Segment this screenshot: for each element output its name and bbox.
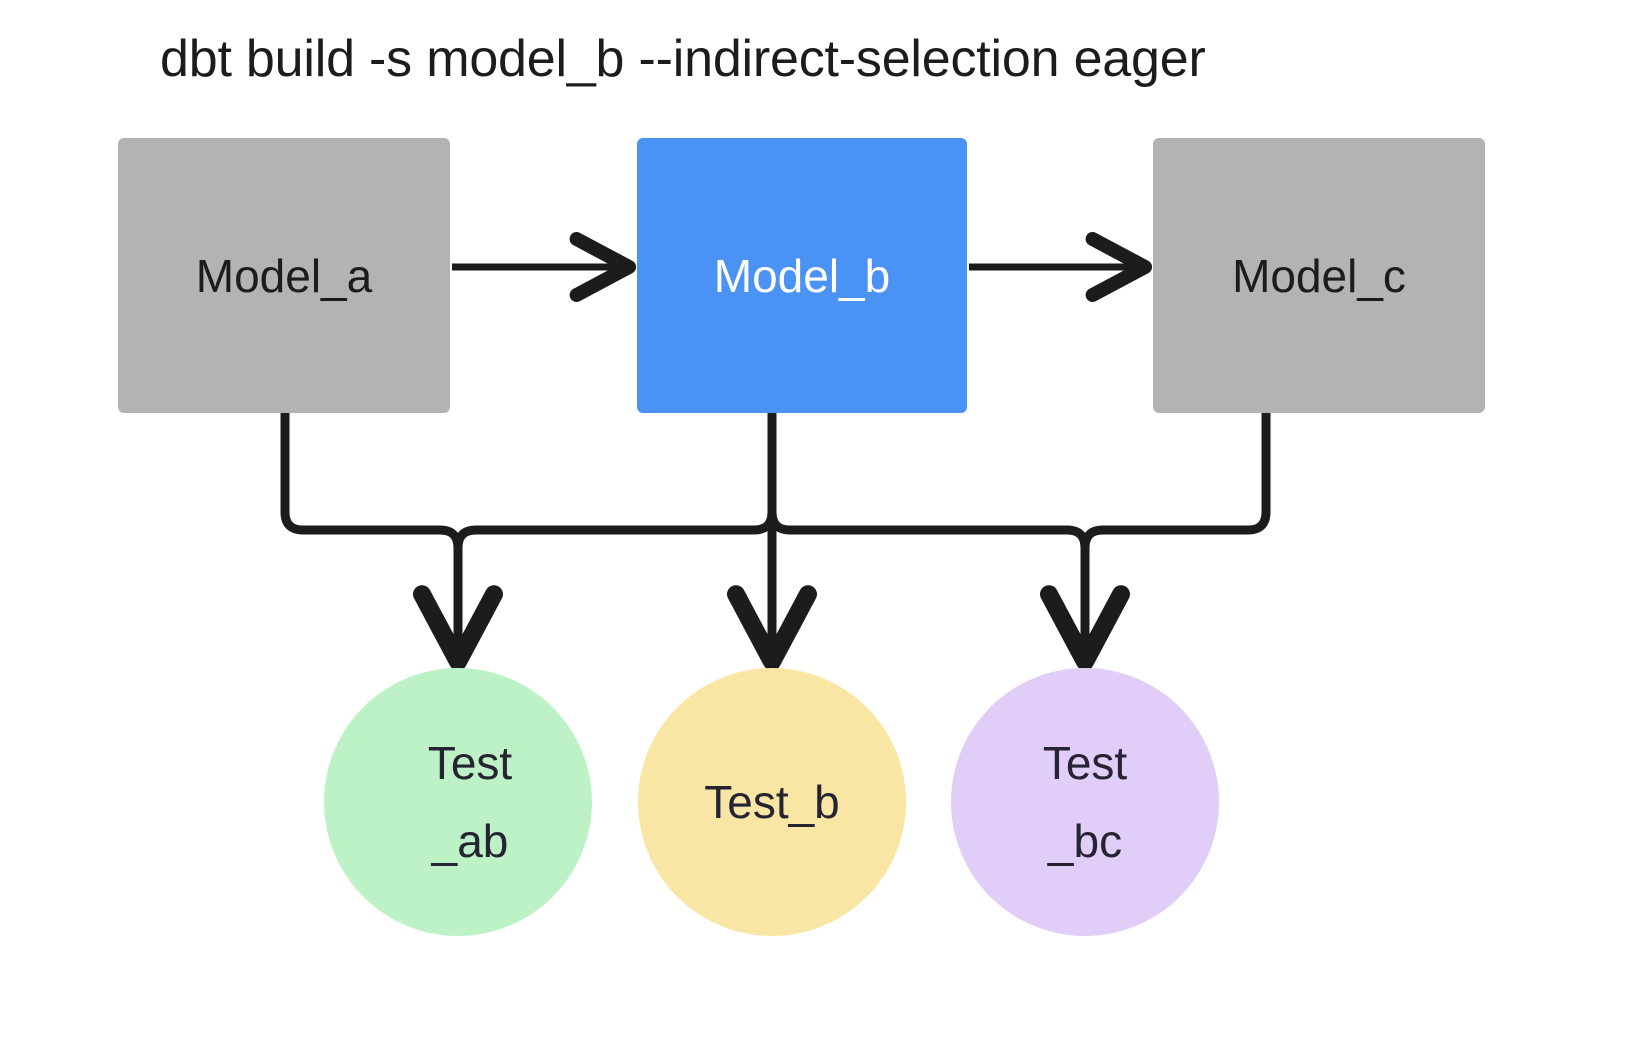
node-model-b-label: Model_b — [713, 249, 891, 302]
diagram-title: dbt build -s model_b --indirect-selectio… — [160, 30, 1206, 88]
node-model-c-label: Model_c — [1232, 249, 1406, 302]
node-model-a-label: Model_a — [195, 249, 373, 302]
node-test-ab[interactable]: Test _ab — [324, 668, 592, 936]
node-test-ab-label: Test _ab — [427, 737, 513, 867]
node-test-b-label: Test_b — [704, 776, 840, 828]
edge-model-b-to-test-bc — [767, 507, 1090, 553]
edge-model-c-to-test-bc — [1080, 408, 1271, 553]
node-test-bc[interactable]: Test _bc — [951, 668, 1219, 936]
node-test-bc-label: Test _bc — [1042, 737, 1128, 867]
node-test-b[interactable]: Test_b — [638, 668, 906, 936]
edge-model-a-to-test-ab — [280, 408, 463, 553]
node-model-c[interactable]: Model_c — [1153, 138, 1485, 413]
edge-model-b-to-test-ab — [453, 507, 777, 553]
node-model-b[interactable]: Model_b — [637, 138, 967, 413]
node-model-a[interactable]: Model_a — [118, 138, 450, 413]
